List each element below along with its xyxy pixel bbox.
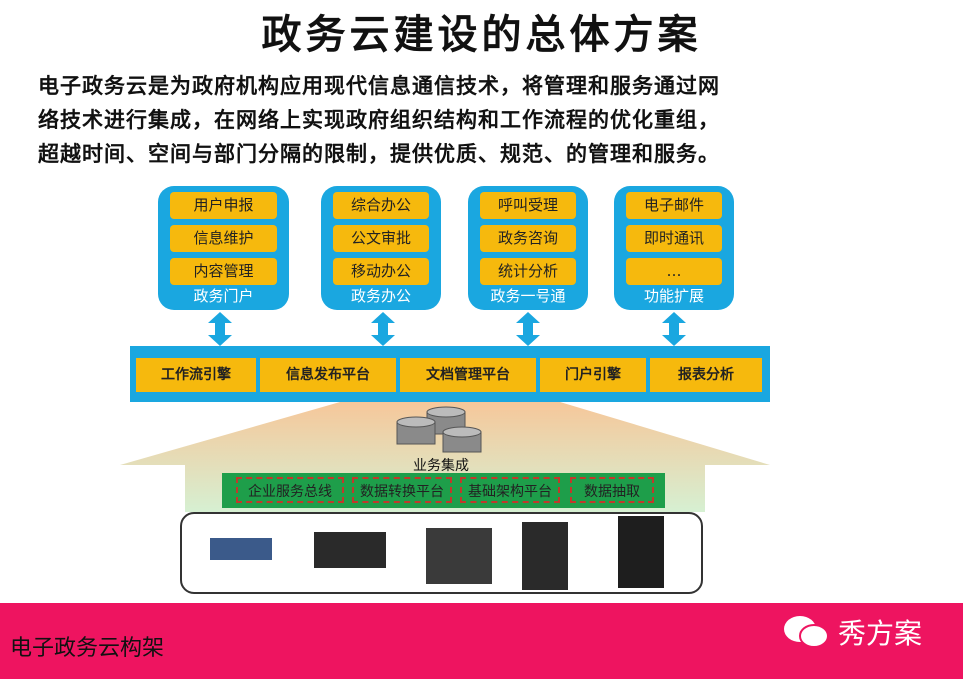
server-rack-icon	[618, 516, 664, 588]
module-item: 统计分析	[480, 258, 576, 285]
module-item: 呼叫受理	[480, 192, 576, 219]
module-item: 即时通讯	[626, 225, 722, 252]
module-item: 电子邮件	[626, 192, 722, 219]
page-title: 政务云建设的总体方案	[261, 12, 702, 58]
module-label: 政务门户	[193, 287, 254, 305]
integration-cell: 基础架构平台	[460, 477, 560, 503]
platform-cell: 工作流引擎	[136, 358, 256, 392]
module-item: 用户申报	[170, 192, 277, 219]
description-line: 电子政务云是为政府机构应用现代信息通信技术，将管理和服务通过网	[38, 74, 720, 98]
double-arrow-icon	[516, 312, 540, 346]
module-item: 信息维护	[170, 225, 277, 252]
integration-cell: 数据抽取	[570, 477, 654, 503]
module-label: 功能扩展	[643, 287, 704, 305]
module-label: 政务办公	[350, 287, 411, 305]
platform-cell: 信息发布平台	[260, 358, 396, 392]
description-line: 超越时间、空间与部门分隔的限制，提供优质、规范、的管理和服务。	[38, 142, 720, 166]
integration-cell: 数据转换平台	[352, 477, 452, 503]
wechat-icon	[784, 616, 829, 648]
module-item: 公文审批	[333, 225, 429, 252]
integration-bar: 企业服务总线 数据转换平台 基础架构平台 数据抽取	[222, 473, 665, 508]
double-arrow-icon	[662, 312, 686, 346]
platform-cell: 文档管理平台	[400, 358, 536, 392]
platform-cell: 报表分析	[650, 358, 762, 392]
platform-bar: 工作流引擎 信息发布平台 文档管理平台 门户引擎 报表分析	[130, 346, 770, 402]
integration-cell: 企业服务总线	[236, 477, 344, 503]
storage-array-icon	[426, 528, 492, 584]
network-switch-icon	[210, 538, 272, 560]
description-line: 络技术进行集成，在网络上实现政府组织结构和工作流程的优化重组，	[38, 108, 720, 132]
integration-label: 业务集成	[413, 458, 469, 474]
module-item: 内容管理	[170, 258, 277, 285]
hardware-panel	[180, 512, 703, 594]
module-item: 综合办公	[333, 192, 429, 219]
double-arrow-icon	[208, 312, 232, 346]
footer-caption: 电子政务云构架	[10, 636, 165, 661]
double-arrow-icon	[371, 312, 395, 346]
server-tower-icon	[522, 522, 568, 590]
platform-cell: 门户引擎	[540, 358, 646, 392]
brand-logo: 秀方案	[838, 617, 923, 650]
server-icon	[314, 532, 386, 568]
module-item: 政务咨询	[480, 225, 576, 252]
module-hotline: 呼叫受理 政务咨询 统计分析 政务一号通	[468, 186, 588, 310]
module-extension: 电子邮件 即时通讯 … 功能扩展	[614, 186, 734, 310]
module-item: …	[626, 258, 722, 285]
module-item: 移动办公	[333, 258, 429, 285]
database-icon	[396, 406, 482, 453]
module-portal: 用户申报 信息维护 内容管理 政务门户	[158, 186, 289, 310]
module-office: 综合办公 公文审批 移动办公 政务办公	[321, 186, 441, 310]
module-label: 政务一号通	[490, 287, 566, 305]
